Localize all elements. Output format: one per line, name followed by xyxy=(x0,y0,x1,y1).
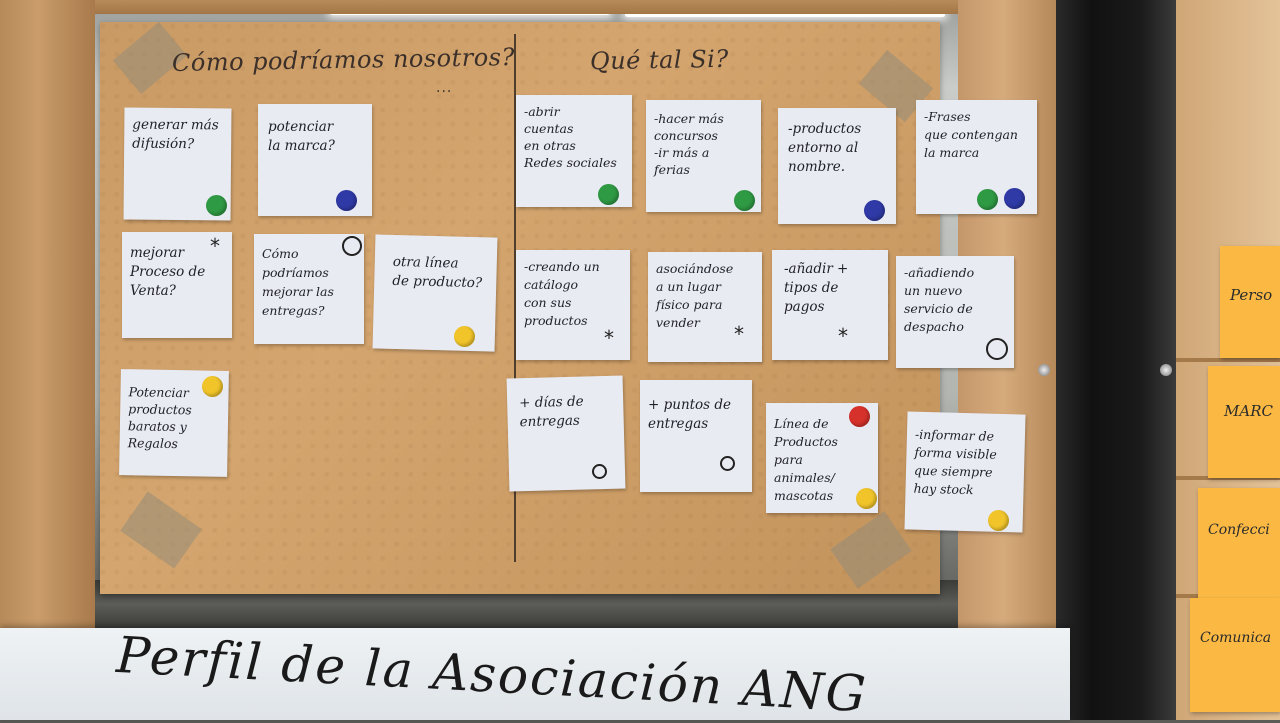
green-dot xyxy=(977,189,998,210)
asterisk-mark: * xyxy=(604,326,614,350)
asterisk-mark: * xyxy=(838,324,848,348)
sticky-note: -abrir cuentas en otras Redes sociales xyxy=(516,95,632,207)
ring-mark xyxy=(720,456,735,471)
green-dot xyxy=(598,184,619,205)
ring-mark xyxy=(592,464,607,479)
side-sticky-note: MARC xyxy=(1208,366,1280,478)
wood-post-left xyxy=(0,0,95,640)
side-sticky-note: Perso xyxy=(1220,246,1280,358)
ring-mark xyxy=(342,236,362,256)
green-dot xyxy=(734,190,755,211)
sticky-note: otra línea de producto? xyxy=(372,234,498,352)
green-dot xyxy=(206,195,227,216)
sticky-note: + puntos de entregas xyxy=(640,380,752,492)
shelf xyxy=(1176,358,1280,362)
sticky-note: -creando un catálogo con sus productos xyxy=(516,250,630,360)
sticky-note: -añadir + tipos de pagos xyxy=(772,250,888,360)
yellow-dot xyxy=(856,488,877,509)
ring-mark xyxy=(986,338,1008,360)
left-column-title: Cómo podríamos nosotros? xyxy=(171,43,516,77)
red-dot xyxy=(849,406,870,427)
column-divider xyxy=(514,34,516,562)
asterisk-mark: * xyxy=(210,234,220,258)
ceiling-light xyxy=(625,12,945,17)
yellow-dot xyxy=(454,326,475,347)
blue-dot xyxy=(336,190,357,211)
asterisk-mark: * xyxy=(734,322,744,346)
blue-dot xyxy=(1004,188,1025,209)
shelf xyxy=(1176,476,1280,480)
sticky-note: -hacer más concursos -ir más a ferias xyxy=(646,100,761,212)
sticky-note: mejorar Proceso de Venta? xyxy=(122,232,232,338)
title-ellipsis: ... xyxy=(436,80,453,96)
side-sticky-note: Comunica xyxy=(1190,598,1280,712)
yellow-dot xyxy=(202,376,223,397)
paper-banner xyxy=(0,628,1070,720)
sticky-note: asociándose a un lugar físico para vende… xyxy=(648,252,762,362)
screw xyxy=(1160,364,1172,376)
screw xyxy=(1038,364,1050,376)
side-sticky-note: Confecci xyxy=(1198,488,1280,600)
blue-dot xyxy=(864,200,885,221)
door-frame xyxy=(1056,0,1176,720)
right-column-title: Qué tal Si? xyxy=(589,44,729,76)
wood-beam-top xyxy=(0,0,1100,14)
yellow-dot xyxy=(988,510,1009,531)
sticky-note: + días de entregas xyxy=(506,375,626,492)
